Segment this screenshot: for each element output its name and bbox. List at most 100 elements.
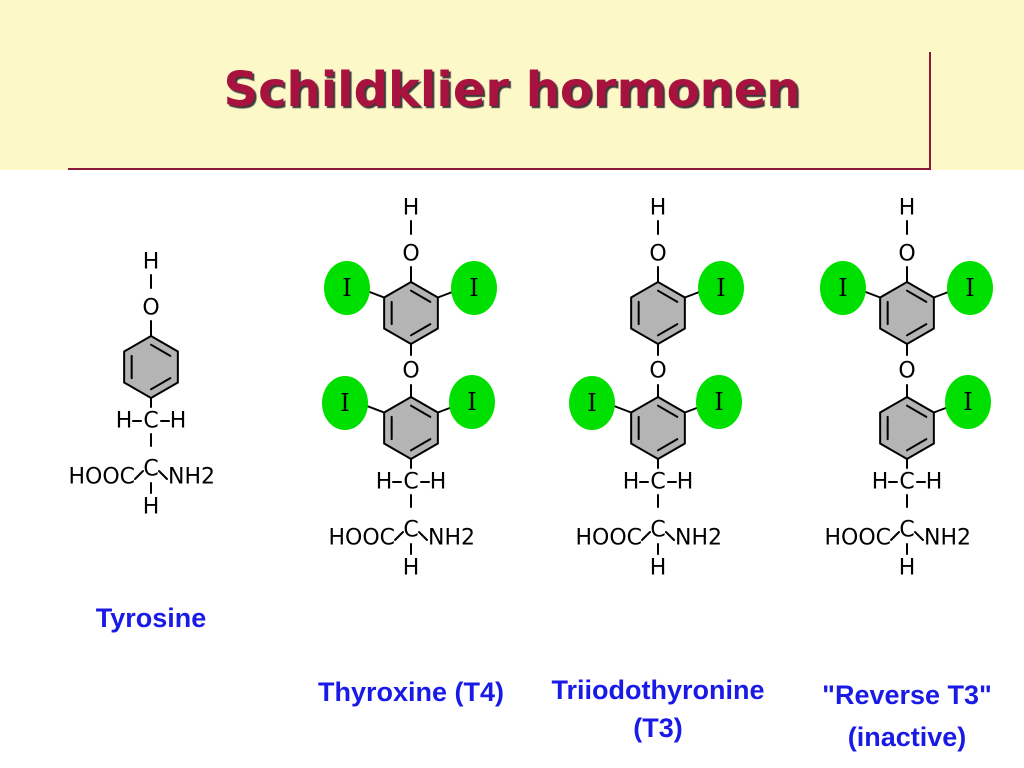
iodine-label: I	[838, 274, 847, 302]
alpha-carbon-label: C	[899, 518, 914, 543]
ether-oxygen-label: O	[898, 359, 915, 384]
double-bond-line	[150, 377, 172, 391]
hydroxyl-oxygen-label: O	[649, 242, 666, 267]
carbon-label: C	[143, 409, 158, 434]
alpha-carbon-label: C	[403, 518, 418, 543]
double-bond-line	[410, 323, 432, 337]
iodine-label: I	[714, 388, 723, 416]
iodine-bond	[862, 290, 882, 299]
amino-label: NH2	[428, 526, 475, 551]
hydroxyl-oxygen-label: O	[898, 242, 915, 267]
ether-oxygen-label: O	[402, 359, 419, 384]
carbon-label: C	[403, 470, 418, 495]
iodine-atom	[698, 261, 744, 315]
double-bond-line	[657, 323, 679, 337]
double-bond-line	[657, 438, 679, 452]
iodine-atom	[451, 261, 497, 315]
double-bond-line	[657, 404, 679, 418]
iodine-label: I	[340, 389, 349, 417]
iodine-bond	[613, 405, 633, 414]
header-band	[0, 0, 1024, 170]
hydrogen-label: H	[170, 409, 187, 434]
hydroxyl-oxygen-label: O	[142, 296, 159, 321]
hydrogen-label: H	[926, 470, 943, 495]
carbon-label: C	[650, 470, 665, 495]
iodine-bond	[366, 290, 386, 299]
iodine-atom	[449, 375, 495, 429]
hydrogen-label: H	[650, 556, 667, 581]
double-bond-line	[906, 404, 928, 418]
iodine-label: I	[467, 388, 476, 416]
hydroxyl-oxygen-label: O	[402, 242, 419, 267]
bond	[418, 531, 428, 541]
iodine-atom	[322, 376, 368, 430]
hydrogen-label: H	[899, 556, 916, 581]
hydrogen-label: H	[623, 470, 640, 495]
double-bond-line	[906, 289, 928, 303]
caption-tyrosine: Tyrosine	[96, 603, 207, 633]
bond	[134, 470, 144, 480]
iodine-atom	[820, 261, 866, 315]
caption-triiodothyronine: Triiodothyronine	[552, 675, 765, 705]
amino-label: NH2	[168, 465, 215, 490]
hydroxyl-hydrogen-label: H	[403, 196, 420, 221]
iodine-bond	[366, 405, 386, 414]
carboxyl-label: HOOC	[824, 526, 891, 551]
double-bond-line	[657, 289, 679, 303]
amino-label: NH2	[675, 526, 722, 551]
bond	[890, 531, 900, 541]
iodine-atom	[945, 375, 991, 429]
alpha-carbon-label: C	[650, 518, 665, 543]
iodine-label: I	[469, 274, 478, 302]
caption-reverse-t3-line2: (inactive)	[848, 722, 967, 752]
carboxyl-label: HOOC	[68, 465, 135, 490]
alpha-carbon-label: C	[143, 457, 158, 482]
iodine-label: I	[716, 274, 725, 302]
slide-title: Schildklier hormonen	[223, 62, 801, 118]
carbon-label: C	[899, 470, 914, 495]
header-rule	[68, 168, 931, 170]
iodine-atom	[696, 375, 742, 429]
double-bond-line	[410, 438, 432, 452]
bond	[394, 531, 404, 541]
iodine-label: I	[965, 274, 974, 302]
caption-thyroxine: Thyroxine (T4)	[318, 677, 504, 707]
hydrogen-label: H	[143, 495, 160, 520]
hydrogen-label: H	[376, 470, 393, 495]
iodine-label: I	[587, 389, 596, 417]
double-bond-line	[410, 404, 432, 418]
double-bond-line	[906, 323, 928, 337]
iodine-atom	[947, 261, 993, 315]
iodine-label: I	[342, 274, 351, 302]
bond	[914, 531, 924, 541]
double-bond-line	[906, 438, 928, 452]
hydrogen-label: H	[403, 556, 420, 581]
bond	[641, 531, 651, 541]
hydroxyl-hydrogen-label: H	[899, 196, 916, 221]
double-bond-line	[150, 343, 172, 357]
carboxyl-label: HOOC	[575, 526, 642, 551]
double-bond-line	[410, 289, 432, 303]
hydroxyl-hydrogen-label: H	[650, 196, 667, 221]
header-vertical-rule	[929, 52, 931, 170]
iodine-label: I	[963, 388, 972, 416]
hydrogen-label: H	[116, 409, 133, 434]
hydrogen-label: H	[872, 470, 889, 495]
iodine-atom	[324, 261, 370, 315]
carboxyl-label: HOOC	[328, 526, 395, 551]
hydrogen-label: H	[677, 470, 694, 495]
bond	[158, 470, 168, 480]
hydrogen-label: H	[430, 470, 447, 495]
bond	[665, 531, 675, 541]
caption-triiodothyronine-line2: (T3)	[633, 713, 683, 743]
caption-reverse-t3: "Reverse T3"	[822, 680, 992, 710]
iodine-atom	[569, 376, 615, 430]
hydroxyl-hydrogen-label: H	[143, 250, 160, 275]
amino-label: NH2	[924, 526, 971, 551]
ether-oxygen-label: O	[649, 359, 666, 384]
